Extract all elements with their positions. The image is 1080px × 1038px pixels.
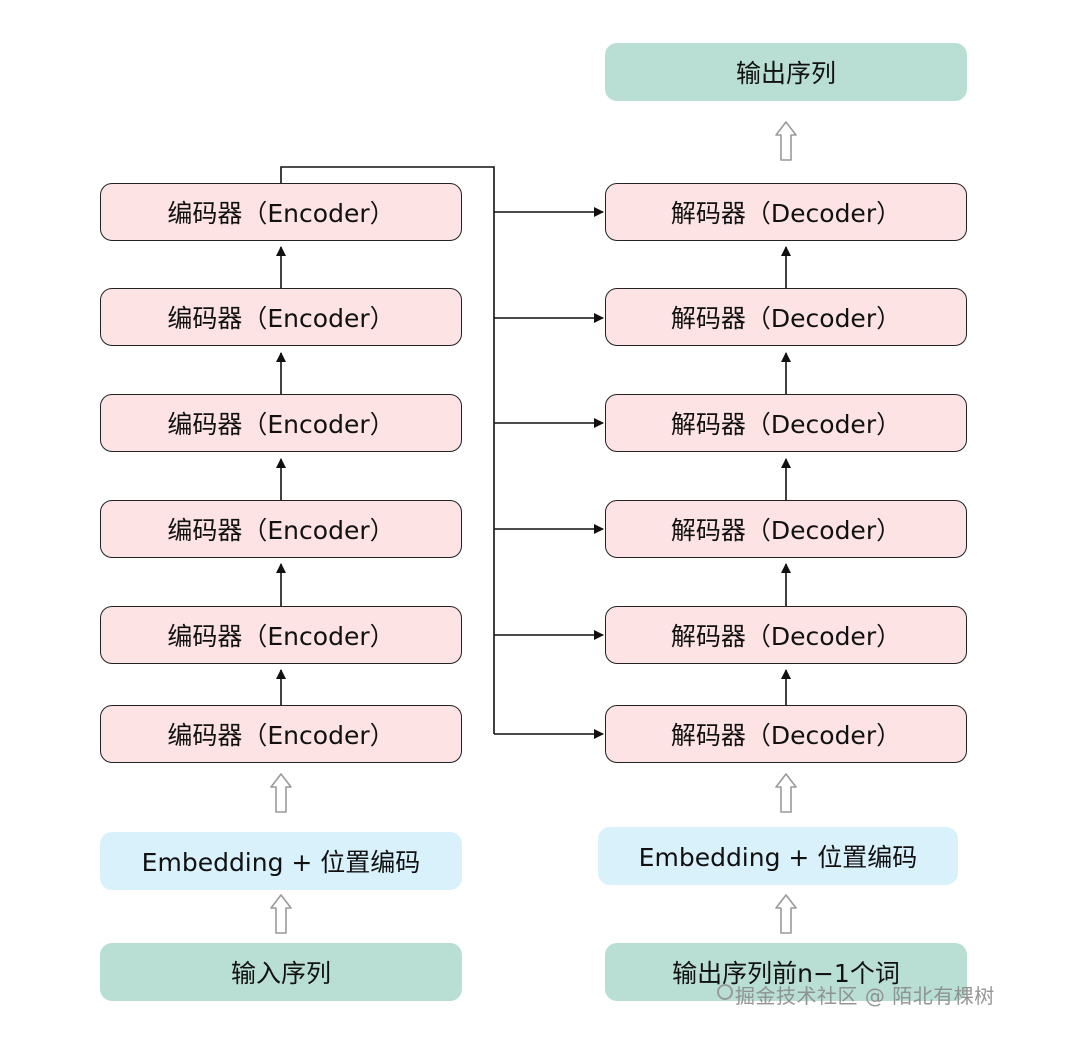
decoder-layer: 解码器（Decoder） bbox=[605, 606, 967, 664]
encoder-output-line bbox=[280, 166, 495, 734]
hollow-up-arrow-icon bbox=[270, 894, 292, 934]
hollow-up-arrow-icon bbox=[775, 894, 797, 934]
watermark-logo-icon bbox=[717, 984, 733, 1000]
encoder-layer: 编码器（Encoder） bbox=[100, 705, 462, 763]
encoder-layer: 编码器（Encoder） bbox=[100, 183, 462, 241]
hollow-up-arrow-icon bbox=[775, 121, 797, 161]
encoder-layer: 编码器（Encoder） bbox=[100, 606, 462, 664]
decoder-layer: 解码器（Decoder） bbox=[605, 183, 967, 241]
input-sequence-box: 输入序列 bbox=[100, 943, 462, 1001]
decoder-layer: 解码器（Decoder） bbox=[605, 288, 967, 346]
decoder-embedding-box: Embedding + 位置编码 bbox=[598, 827, 958, 885]
decoder-layer: 解码器（Decoder） bbox=[605, 394, 967, 452]
encoder-layer: 编码器（Encoder） bbox=[100, 500, 462, 558]
encoder-layer: 编码器（Encoder） bbox=[100, 288, 462, 346]
encoder-embedding-box: Embedding + 位置编码 bbox=[100, 832, 462, 890]
decoder-layer: 解码器（Decoder） bbox=[605, 705, 967, 763]
watermark-text: 掘金技术社区 @ 陌北有棵树 bbox=[735, 984, 995, 1008]
decoder-input-box: 输出序列前n−1个词 bbox=[605, 943, 967, 1001]
decoder-layer: 解码器（Decoder） bbox=[605, 500, 967, 558]
encoder-layer: 编码器（Encoder） bbox=[100, 394, 462, 452]
hollow-up-arrow-icon bbox=[270, 773, 292, 813]
output-sequence-box: 输出序列 bbox=[605, 43, 967, 101]
hollow-up-arrow-icon bbox=[775, 773, 797, 813]
